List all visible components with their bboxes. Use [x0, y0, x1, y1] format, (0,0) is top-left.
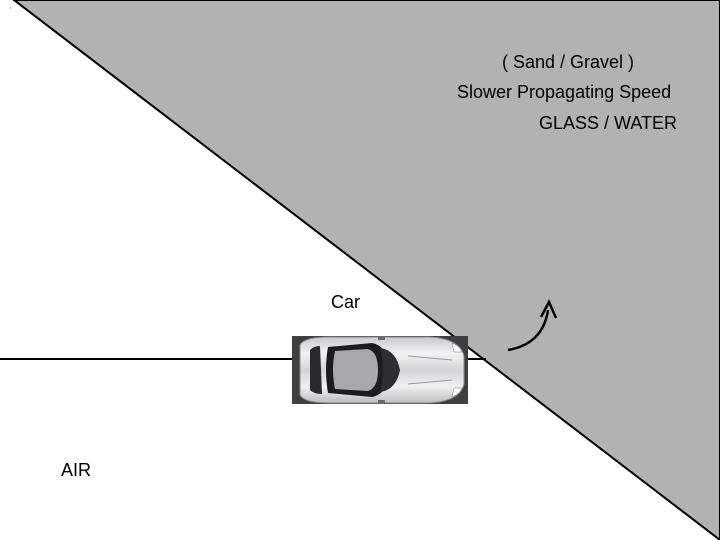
slow-medium-region — [14, 0, 720, 540]
speed-note-label: Slower Propagating Speed — [457, 83, 671, 101]
car-label: Car — [331, 293, 360, 311]
corner-mark: ' — [10, 6, 12, 15]
medium-name-label: GLASS / WATER — [539, 114, 677, 132]
air-label: AIR — [61, 461, 91, 479]
car-top-view-icon — [292, 336, 468, 404]
medium-type-label: ( Sand / Gravel ) — [502, 53, 634, 71]
